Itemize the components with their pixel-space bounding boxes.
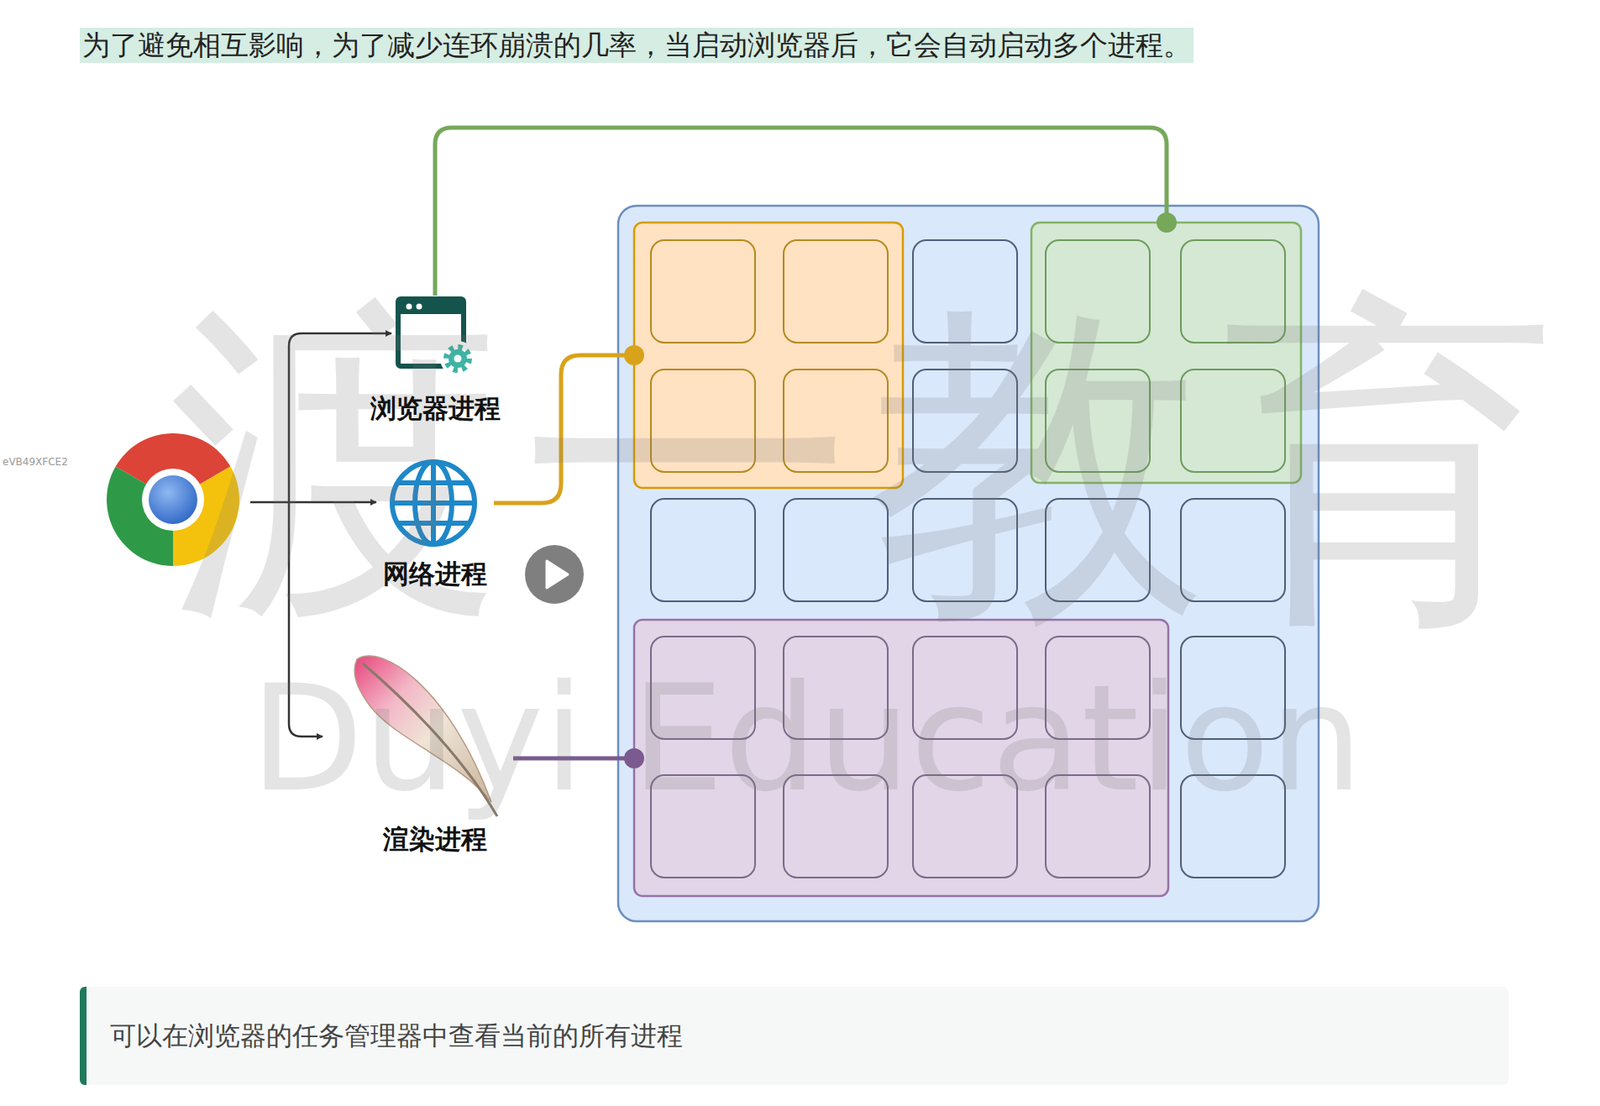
note-text: 可以在浏览器的任务管理器中查看当前的所有进程 [110,1018,683,1055]
process-label-box: 网络进程 [379,556,491,592]
process-label: 浏览器进程 [370,392,501,425]
note-callout: 可以在浏览器的任务管理器中查看当前的所有进程 [79,986,1509,1086]
heading: 为了避免相互影响，为了减少连环崩溃的几率，当启动浏览器后，它会自动启动多个进程。 [79,27,1194,63]
id-tag: eVB49XFCE2 [2,456,69,468]
watermark: 渡一教育 [167,295,1573,632]
link-dot [1156,212,1177,233]
watermark: Duyi Education [250,665,1364,813]
process-label-box: 渲染进程 [379,821,491,857]
process-label: 网络进程 [382,557,488,590]
process-label: 渲染进程 [382,823,488,856]
browser-link [435,127,1167,296]
process-label-box: 浏览器进程 [367,390,504,426]
